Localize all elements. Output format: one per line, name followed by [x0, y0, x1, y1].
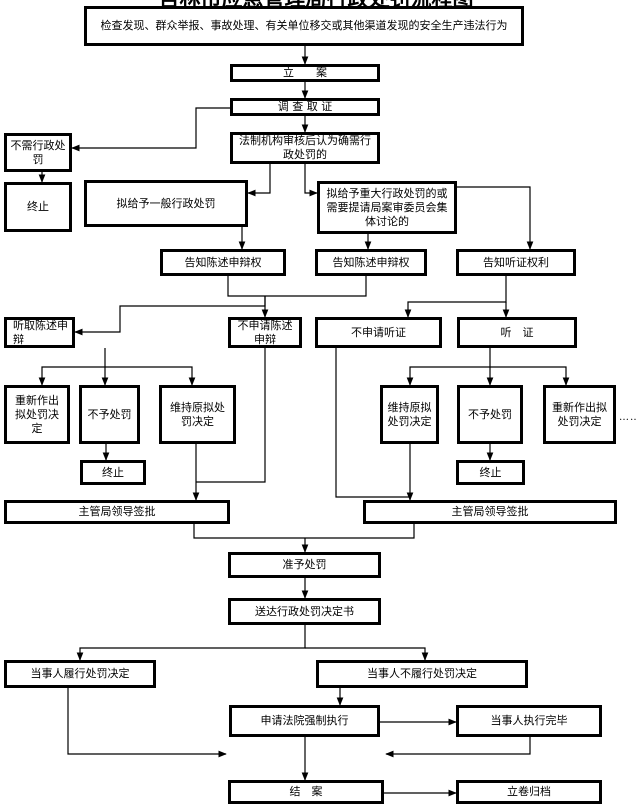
- terminate-left-box: 终止: [80, 460, 146, 485]
- general-penalty-box: 拟给予一般行政处罚: [84, 180, 248, 227]
- trailing-dots: ……: [619, 412, 636, 423]
- party-finished-box: 当事人执行完毕: [456, 705, 602, 737]
- party-not-comply-box: 当事人不履行处罚决定: [316, 660, 528, 688]
- file-case-box: 立 案: [230, 64, 380, 82]
- hearing-box: 听 证: [457, 317, 577, 348]
- no-penalty-needed-box: 不需行政处罚: [4, 133, 72, 172]
- investigate-box: 调 查 取 证: [230, 98, 380, 116]
- flowchart-title: 吉林市应急管理局行政处罚流程图: [96, 0, 536, 11]
- deliver-decision-box: 送达行政处罚决定书: [228, 598, 381, 625]
- maintain-right-box: 维持原拟处罚决定: [380, 385, 439, 444]
- no-statement-box: 不申请陈述申辩: [228, 317, 302, 348]
- grant-penalty-box: 准予处罚: [228, 552, 381, 578]
- archive-box: 立卷归档: [456, 780, 602, 804]
- apply-court-box: 申请法院强制执行: [229, 705, 380, 737]
- no-penalty-left-box: 不予处罚: [79, 385, 140, 444]
- major-penalty-box: 拟给予重大行政处罚的或需要提请局案审委员会集体讨论的: [317, 181, 457, 234]
- legal-review-box: 法制机构审核后认为确需行政处罚的: [230, 132, 380, 164]
- redecide-left-box: 重新作出拟处罚决定: [4, 385, 70, 444]
- leader-approve-left-box: 主管局领导签批: [4, 500, 230, 524]
- party-complies-box: 当事人履行处罚决定: [4, 660, 156, 688]
- maintain-left-box: 维持原拟处罚决定: [159, 385, 236, 444]
- close-case-box: 结 案: [228, 780, 384, 804]
- no-penalty-right-box: 不予处罚: [457, 385, 523, 444]
- notify-statement-box-2: 告知陈述申辩权: [315, 249, 427, 276]
- notify-statement-box-1: 告知陈述申辩权: [160, 249, 286, 276]
- leader-approve-right-box: 主管局领导签批: [363, 500, 617, 524]
- start-box: 检查发现、群众举报、事故处理、有关单位移交或其他渠道发现的安全生产违法行为: [84, 6, 524, 46]
- terminate-right-box: 终止: [456, 460, 525, 485]
- notify-hearing-box: 告知听证权利: [456, 249, 576, 276]
- hear-statement-box: 听取陈述申辩: [4, 317, 75, 348]
- redecide-right-box: 重新作出拟处罚决定: [543, 385, 616, 444]
- no-hearing-request-box: 不申请听证: [315, 317, 442, 348]
- terminate-box-1: 终止: [4, 182, 72, 232]
